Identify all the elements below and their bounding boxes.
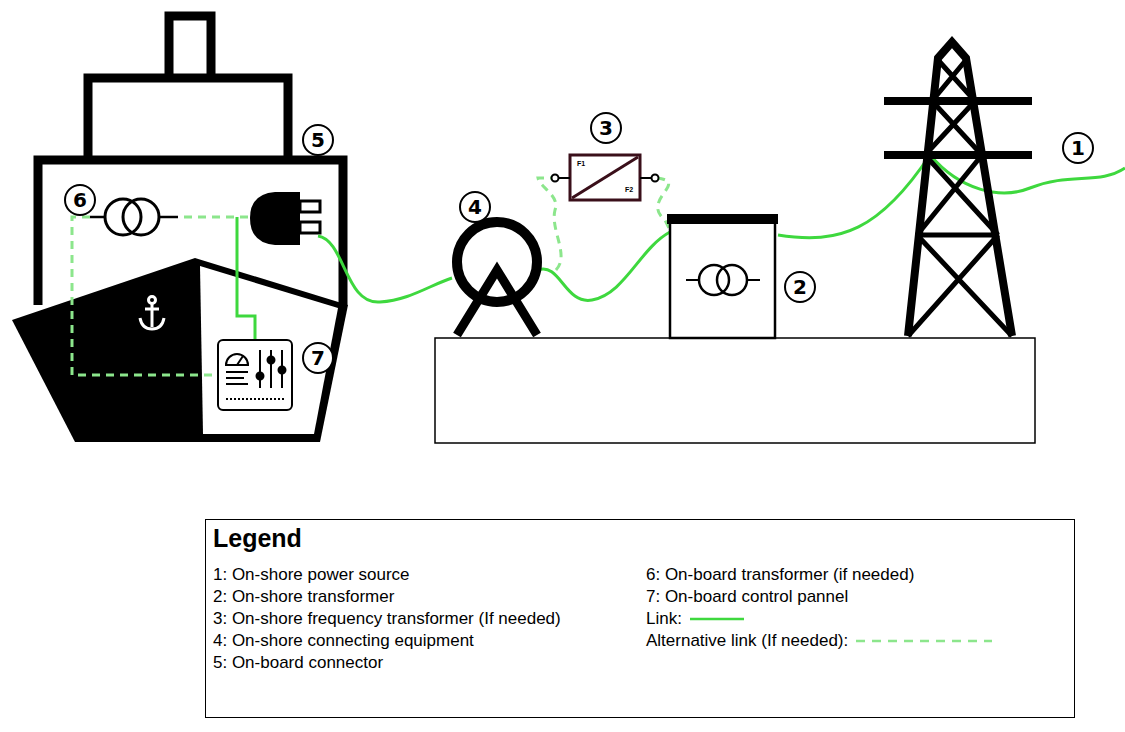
callout-number: 7 [311,348,325,368]
callout-circle: 6 [64,184,96,216]
callout-number: 5 [311,130,325,150]
callout-circle: 7 [302,342,334,374]
callout-number: 6 [73,190,87,210]
legend-title: Legend [213,524,302,553]
legend-box: Legend 1: On-shore power source2: On-shor… [205,519,1075,718]
legend-text: Alternative link (If needed): [646,631,848,651]
shore-transformer-box [667,214,778,338]
legend-line-sample [686,613,754,625]
control-panel-symbol [218,340,292,410]
legend-text: 4: On-shore connecting equipment [213,631,474,651]
legend-entry: Link: [646,609,754,629]
onboard-transformer-symbol [105,199,159,235]
terminal-label: F1 [577,160,585,167]
legend-text: 2: On-shore transformer [213,587,394,607]
callout-number: 3 [599,118,613,138]
legend-line [690,618,744,621]
legend-entry: 6: On-board transformer (if needed) [646,565,914,585]
onboard-connector-plug [250,192,320,245]
legend-entry: 7: On-board control pannel [646,587,848,607]
ship-hull-light [200,266,338,434]
legend-text: 3: On-shore frequency transformer (If ne… [213,609,561,629]
legend-text: Link: [646,609,682,629]
legend-text: 6: On-board transformer (if needed) [646,565,914,585]
power-pylon [884,42,1032,336]
legend-entry: 3: On-shore frequency transformer (If ne… [213,609,561,629]
ship-hull [12,258,348,442]
terminal-label: F2 [625,186,633,193]
callout-number: 2 [793,277,807,297]
callout-number: 4 [468,197,482,217]
legend-text: 7: On-board control pannel [646,587,848,607]
shore-platform [435,338,1035,443]
anchor-symbol [140,297,164,330]
legend-entry: 2: On-shore transformer [213,587,394,607]
legend-entry: 4: On-shore connecting equipment [213,631,474,651]
legend-entry: 1: On-shore power source [213,565,410,585]
frequency-converter [552,155,659,200]
callout-circle: 4 [459,191,491,223]
legend-entry: Alternative link (If needed): [646,631,1002,651]
legend-line-sample [852,635,1002,647]
callout-number: 1 [1071,138,1085,158]
cable-reel [457,222,537,335]
legend-text: 5: On-board connector [213,653,383,673]
legend-line [856,640,992,643]
legend-text: 1: On-shore power source [213,565,410,585]
callout-circle: 5 [302,124,334,156]
callout-circle: 1 [1062,132,1094,164]
callout-circle: 2 [784,271,816,303]
callout-circle: 3 [590,112,622,144]
legend-entry: 5: On-board connector [213,653,383,673]
